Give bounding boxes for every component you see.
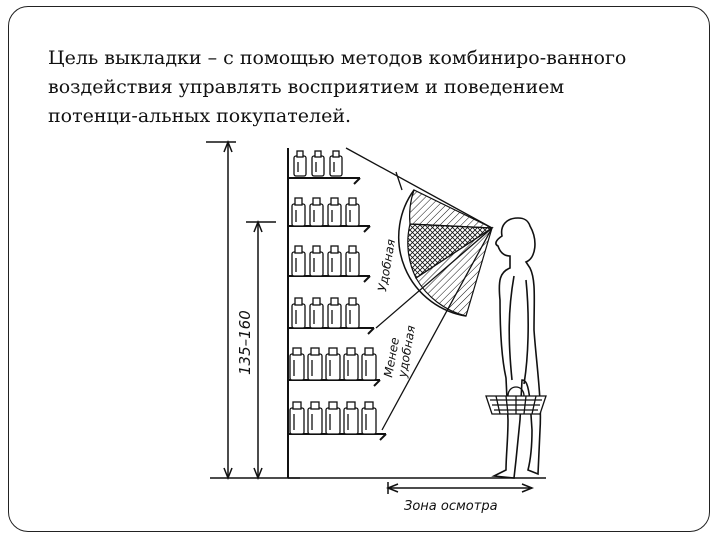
text-line-1: Цель выкладки – с помощью методов комбин… — [48, 47, 627, 69]
slide-text: Цель выкладки – с помощью методов комбин… — [48, 44, 688, 131]
text-line-3: потенци-альных покупателей. — [48, 105, 352, 127]
zone-view-label: Зона осмотра — [404, 499, 498, 514]
products — [289, 150, 377, 435]
text-line-2: воздействия управлять восприятием и пове… — [48, 76, 565, 98]
height-dimension — [206, 139, 300, 481]
height-label: 135–160 — [236, 310, 254, 375]
zone-less-line1: Менее — [381, 336, 402, 378]
sector-upper — [409, 189, 493, 229]
shelf-illustration: 135–160 — [206, 139, 547, 514]
shopper-figure — [491, 217, 542, 479]
floor-dimension — [288, 477, 546, 494]
basket-icon — [485, 386, 547, 415]
zone-convenient-label: Удобная — [375, 238, 398, 292]
